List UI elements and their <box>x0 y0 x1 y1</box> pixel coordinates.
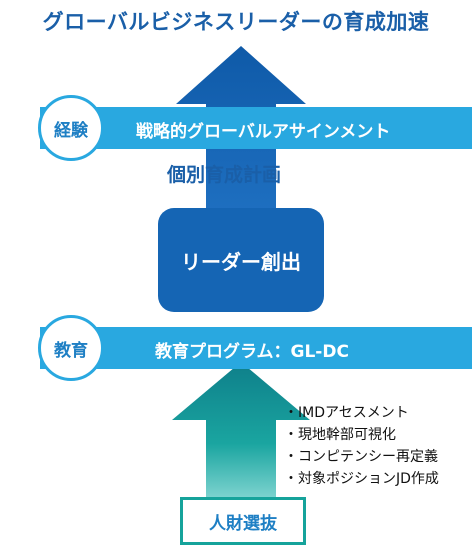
experience-circle: 経験 <box>38 95 104 161</box>
leader-creation-box: リーダー創出 <box>158 208 324 312</box>
list-item: ・コンピテンシー再定義 <box>284 449 438 465</box>
selection-criteria-list: ・IMDアセスメント ・現地幹部可視化 ・コンピテンシー再定義 ・対象ポジション… <box>284 402 439 490</box>
list-item: ・現地幹部可視化 <box>284 427 396 443</box>
experience-band <box>40 107 472 149</box>
talent-selection-box: 人財選抜 <box>180 497 306 545</box>
education-band <box>40 327 472 369</box>
education-band-label: 教育プログラム：GL-DC <box>155 342 349 362</box>
list-item: ・対象ポジションJD作成 <box>284 471 439 487</box>
experience-circle-label: 経験 <box>54 120 88 141</box>
talent-selection-label: 人財選抜 <box>209 513 277 534</box>
individual-plan-label: 個別育成計画 <box>167 164 282 186</box>
leader-creation-label: リーダー創出 <box>181 249 301 274</box>
page-title: グローバルビジネスリーダーの育成加速 <box>42 10 430 34</box>
education-circle: 教育 <box>38 315 104 381</box>
teal-up-arrow <box>172 362 310 498</box>
list-item: ・IMDアセスメント <box>284 405 409 421</box>
education-circle-label: 教育 <box>54 340 88 361</box>
experience-band-label: 戦略的グローバルアサインメント <box>136 122 391 142</box>
